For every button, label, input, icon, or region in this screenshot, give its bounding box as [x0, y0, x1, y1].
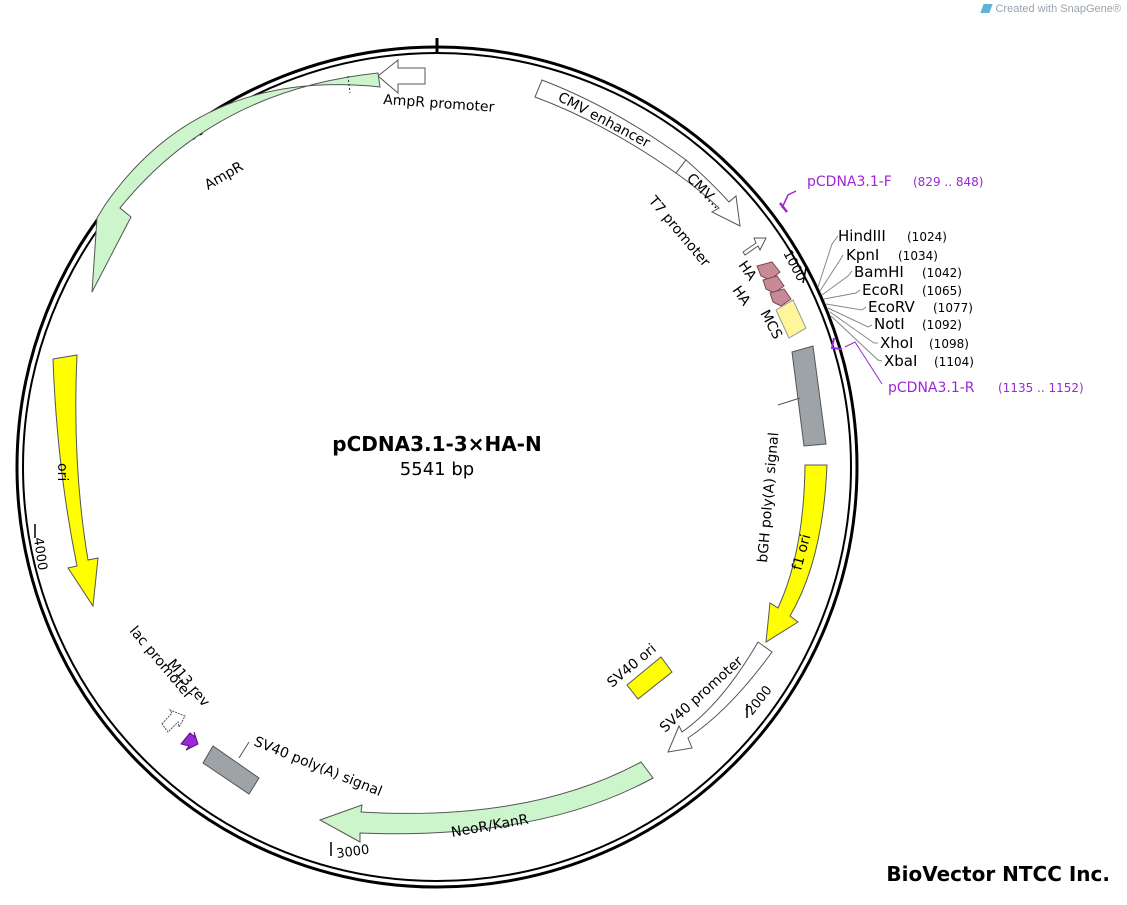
ha-tag-2 — [762, 275, 785, 294]
sv40-polya-label: SV40 poly(A) signal — [252, 734, 385, 800]
site-name-xbai: XbaI — [884, 352, 917, 370]
neor-kanr-arrow — [318, 761, 654, 843]
site-name-xhoi: XhoI — [880, 334, 913, 352]
site-name-kpni: KpnI — [846, 246, 879, 264]
lac-promoter-arrow — [161, 708, 186, 733]
site-kpni: KpnI (1034) — [846, 246, 938, 264]
tick-label-4000: 4000 — [30, 536, 49, 571]
tick-label-3000: 3000 — [335, 843, 370, 862]
ampr-join — [347, 75, 351, 94]
sv40-ori-box — [626, 656, 673, 700]
site-pos-kpni: (1034) — [898, 249, 938, 263]
site-pos-xbai: (1104) — [934, 355, 974, 369]
tick-1000: 1000 — [779, 248, 808, 284]
primer-r-name: pCDNA3.1-R — [888, 380, 975, 396]
primer-reverse: pCDNA3.1-R (1135 .. 1152) — [830, 337, 1084, 396]
site-ecorv: EcoRV (1077) — [868, 298, 973, 316]
ampr-arrow — [91, 72, 381, 293]
site-noti: NotI (1092) — [874, 315, 962, 333]
primer-f-range: (829 .. 848) — [913, 175, 983, 189]
site-name-bamhi: BamHI — [854, 263, 904, 281]
footer-brand: BioVector NTCC Inc. — [886, 862, 1110, 886]
sv40-promoter-arrow — [667, 641, 773, 753]
site-pos-bamhi: (1042) — [922, 266, 962, 280]
ha-tag-1 — [756, 261, 781, 281]
watermark-text: Created with SnapGene® — [995, 3, 1121, 15]
ori-label: ori — [54, 463, 70, 481]
site-pos-xhoi: (1098) — [929, 337, 969, 351]
bgh-polya-box — [791, 345, 827, 447]
snapgene-watermark: Created with SnapGene® — [980, 3, 1121, 15]
primer-forward: pCDNA3.1-F (829 .. 848) — [779, 174, 983, 213]
cmv-promoter-arrow — [675, 159, 741, 227]
lac-promoter-label: lac promoter — [126, 623, 196, 702]
primer-r-range: (1135 .. 1152) — [998, 381, 1084, 395]
site-ecori: EcoRI (1065) — [862, 281, 962, 299]
ha-label-1: HA — [735, 258, 760, 284]
site-pos-ecorv: (1077) — [933, 301, 973, 315]
site-leaders — [817, 235, 883, 362]
ampr-promoter-label: AmpR promoter — [383, 92, 495, 116]
site-hindiii: HindIII (1024) — [838, 227, 947, 245]
site-name-hindiii: HindIII — [838, 227, 886, 245]
ori-arrow — [52, 354, 99, 608]
sv40-polya-leader — [238, 741, 250, 759]
tick-4000: 4000 — [30, 524, 49, 571]
primer-f-name: pCDNA3.1-F — [807, 174, 892, 190]
site-bamhi: BamHI (1042) — [854, 263, 962, 281]
site-name-ecori: EcoRI — [862, 281, 904, 299]
bgh-leader — [777, 397, 801, 406]
site-pos-noti: (1092) — [922, 318, 962, 332]
mcs-box — [775, 299, 807, 339]
site-pos-ecori: (1065) — [922, 284, 962, 298]
tick-label-1000: 1000 — [779, 248, 808, 284]
plasmid-name: pCDNA3.1-3×HA-N — [332, 432, 541, 456]
sv40-polya-box — [202, 745, 260, 795]
ha-tag-3 — [769, 288, 792, 307]
site-xhoi: XhoI (1098) — [880, 334, 969, 352]
f1-ori-arrow — [765, 464, 828, 643]
m13-rev-arrow — [180, 731, 199, 751]
site-pos-hindiii: (1024) — [907, 230, 947, 244]
ampr-promoter-arrow — [377, 58, 426, 95]
ampr-label: AmpR — [202, 159, 246, 194]
site-name-ecorv: EcoRV — [868, 298, 916, 316]
site-xbai: XbaI (1104) — [884, 352, 974, 370]
bgh-polya-label: bGH poly(A) signal — [755, 432, 782, 564]
plasmid-length: 5541 bp — [400, 459, 474, 480]
t7-promoter-label: T7 promoter — [644, 193, 713, 271]
tick-3000: 3000 — [330, 842, 370, 862]
ha-label-2: HA — [729, 283, 754, 309]
site-name-noti: NotI — [874, 315, 905, 333]
t7-promoter-arrow — [742, 237, 767, 256]
